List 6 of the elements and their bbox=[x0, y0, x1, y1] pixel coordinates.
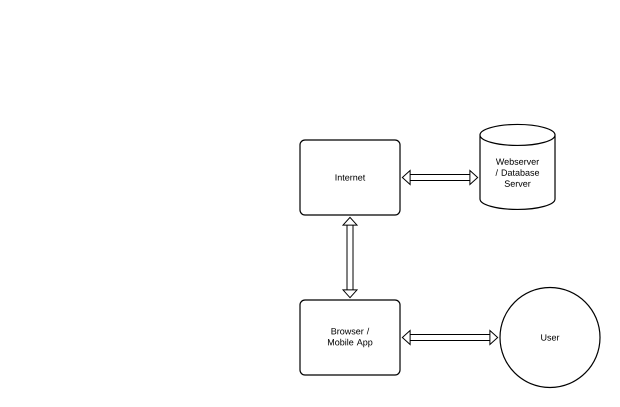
process-box: Internet bbox=[299, 139, 401, 216]
double-arrow bbox=[402, 169, 478, 186]
process-box: Browser / Mobile App bbox=[299, 299, 401, 376]
double-arrow bbox=[402, 329, 498, 346]
double-arrow bbox=[342, 216, 358, 298]
database-cylinder: Webserver / Database Server bbox=[479, 124, 556, 210]
